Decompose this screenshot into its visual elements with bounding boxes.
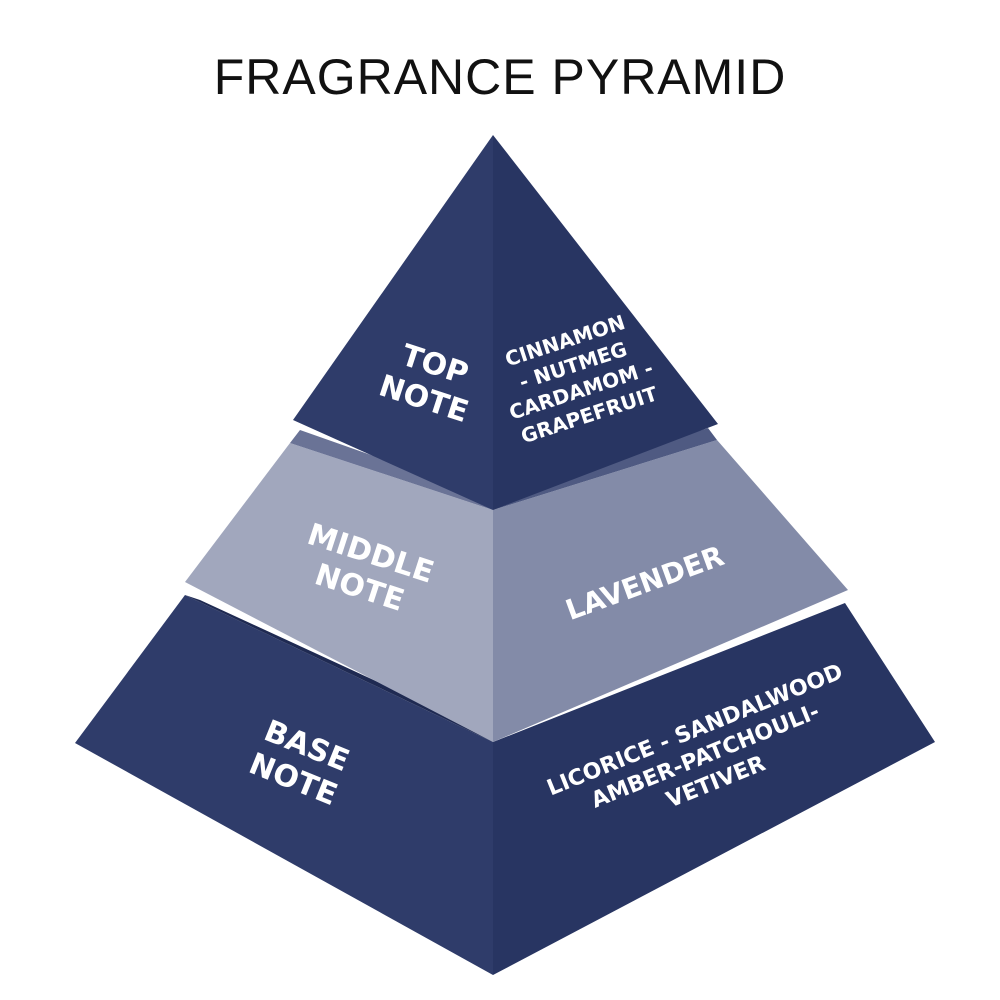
middle-tier-right-face xyxy=(493,440,848,742)
base-tier-ledge xyxy=(185,595,493,742)
top-tier-right-face xyxy=(493,135,718,510)
top-tier-left-face xyxy=(293,135,493,510)
middle-tier-ledge-left xyxy=(290,430,493,510)
top-tier xyxy=(293,135,718,510)
diagram-title: FRAGRANCE PYRAMID xyxy=(213,49,787,105)
middle-tier-left-face xyxy=(185,443,493,742)
base-tier-left-face xyxy=(75,595,493,975)
middle-tier xyxy=(185,428,848,742)
base-tier xyxy=(75,595,935,975)
base-tier-right-face xyxy=(493,603,935,975)
middle-tier-ledge-right xyxy=(493,428,717,510)
